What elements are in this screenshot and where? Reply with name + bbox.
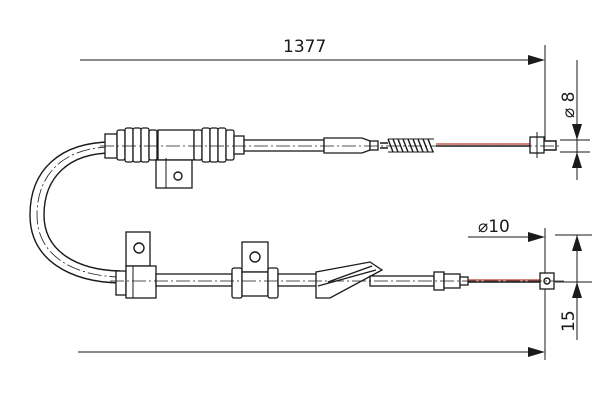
offset-15-label: 15	[559, 310, 579, 332]
lower-clip-body	[315, 261, 384, 299]
bellows-ring	[201, 127, 211, 163]
lower-clip-inner2	[317, 269, 377, 287]
bellows-ring	[140, 127, 150, 163]
bellows-ring	[148, 129, 158, 161]
lower-angled-clip	[315, 261, 384, 299]
lower-mid-ring-left	[231, 267, 243, 299]
overall-length-dimension: 1377	[80, 37, 546, 140]
overall-length-arrow	[528, 55, 545, 65]
diameter-10-label: ⌀10	[478, 217, 510, 237]
upper-bellows-left	[104, 127, 158, 163]
lower-bracket-left	[125, 231, 157, 299]
upper-spring-stub	[380, 142, 388, 149]
upper-collar	[369, 140, 379, 151]
diameter-8-arrow-top	[572, 124, 582, 140]
upper-bellows-right	[193, 127, 245, 163]
lower-clip-inner	[327, 265, 373, 283]
cable-loop	[29, 141, 121, 284]
cable-loop-center	[36, 146, 121, 278]
bellows-ring	[124, 127, 134, 163]
upper-spring-coils	[387, 138, 434, 153]
bellows-ring	[132, 127, 142, 163]
bellows-ring	[209, 127, 219, 163]
upper-end-nipple	[529, 132, 557, 158]
upper-spring	[380, 138, 434, 153]
lower-bracket-mid-tab	[241, 241, 269, 273]
lower-bracket-left-body	[125, 265, 157, 299]
bellows-ring	[225, 129, 235, 161]
upper-cable	[100, 127, 560, 189]
lower-conduit-1	[155, 273, 233, 287]
offset-15-arrow-bottom	[572, 282, 582, 298]
upper-nipple-tip	[544, 140, 557, 151]
cable-loop-inner	[43, 152, 121, 272]
offset-15-arrow-top	[572, 235, 582, 251]
lower-bracket-mid	[231, 241, 279, 299]
offset-15-dimension: 15	[555, 234, 592, 340]
upper-bracket-body	[157, 129, 195, 161]
overall-length-label: 1377	[283, 37, 326, 57]
upper-ferrule	[323, 137, 371, 154]
lower-bracket-mid-body	[241, 271, 269, 297]
lower-bracket-left-hole	[133, 242, 145, 254]
bellows-ring	[116, 129, 126, 161]
bottom-length-arrow	[528, 347, 545, 357]
bellows-ring	[193, 129, 203, 161]
bellows-end-ferrule	[233, 135, 245, 155]
lower-mid-ring-right	[267, 267, 279, 299]
lower-bracket-left-tab	[125, 231, 151, 267]
bottom-length-dimension	[78, 347, 545, 357]
diameter-8-arrow-bottom	[572, 152, 582, 168]
lower-cable	[110, 231, 565, 299]
lower-conduit-2	[277, 273, 319, 287]
diameter-8-dimension: ⌀ 8	[559, 60, 590, 180]
lower-bracket-mid-hole	[249, 251, 261, 263]
upper-bracket-hole	[173, 171, 183, 181]
upper-bracket	[155, 129, 195, 189]
diameter-10-dimension: ⌀10	[468, 217, 546, 360]
cable-loop-outer	[29, 141, 121, 284]
bellows-ring	[217, 127, 227, 163]
diameter-10-arrow	[528, 232, 545, 242]
diameter-8-label: ⌀ 8	[559, 92, 579, 118]
upper-conduit	[243, 139, 325, 152]
lower-start-ferrule	[115, 270, 127, 296]
